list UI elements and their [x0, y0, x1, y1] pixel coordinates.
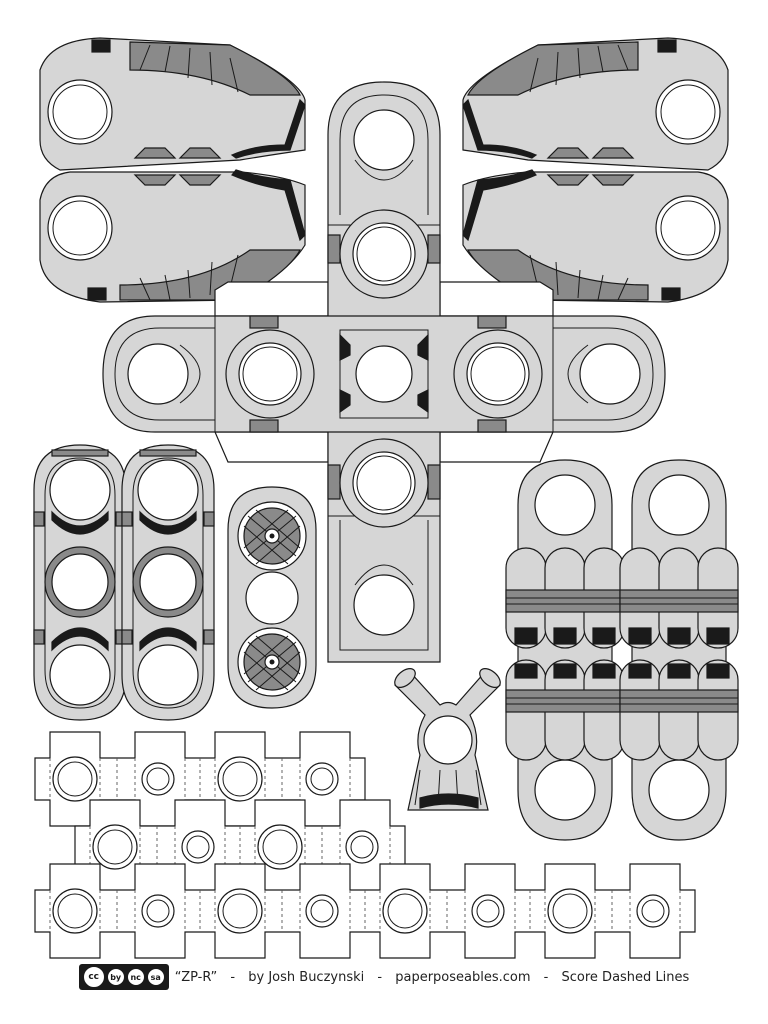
central-cross-piece: [102, 81, 666, 663]
attribution-icon: by: [106, 968, 125, 986]
left-triple-hole-piece-a: [33, 444, 127, 721]
cc-icon: cc: [82, 966, 105, 988]
separator: -: [377, 969, 383, 985]
shoulder-piece-top-left-upper: [39, 37, 306, 171]
cross-strip-row-1: [34, 731, 366, 827]
score-instruction: Score Dashed Lines: [561, 969, 690, 985]
website-link[interactable]: paperposeables.com: [395, 969, 531, 985]
author-credit: by Josh Buczynski: [248, 969, 365, 985]
noncommercial-icon: nc: [126, 968, 145, 986]
right-ribbed-piece-b: [619, 459, 739, 841]
creative-commons-license-badge: cc by nc sa: [78, 964, 169, 990]
credit-text: “ZP-R” - by Josh Buczynski - paperposeab…: [175, 970, 690, 985]
separator: -: [543, 969, 549, 985]
sharealike-icon: sa: [146, 968, 165, 986]
mesh-link-piece: [227, 486, 317, 709]
separator: -: [230, 969, 236, 985]
right-ribbed-piece-a: [505, 459, 625, 841]
y-connector-piece: [394, 668, 501, 811]
shoulder-piece-top-right: [462, 37, 729, 303]
credit-footer: cc by nc sa “ZP-R” - by Josh Buczynski -…: [0, 962, 768, 992]
left-triple-hole-piece-b: [121, 444, 215, 721]
cross-strip-row-3: [34, 863, 696, 959]
model-title: “ZP-R”: [174, 969, 218, 985]
